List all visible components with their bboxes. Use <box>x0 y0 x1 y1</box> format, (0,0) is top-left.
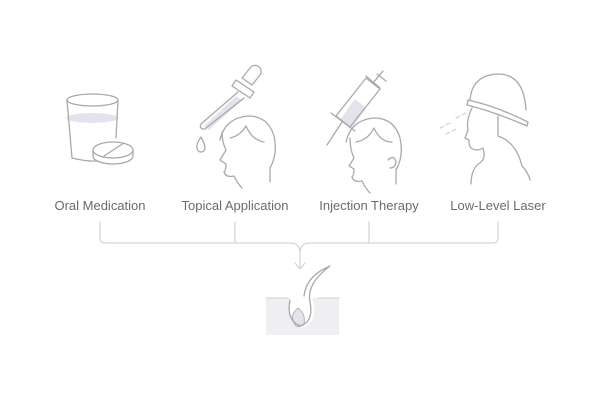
connector-bracket <box>99 221 499 270</box>
syringe-on-head-icon <box>326 70 402 194</box>
label-injection-therapy: Injection Therapy <box>319 198 419 213</box>
glass-and-pill-icon <box>66 93 134 165</box>
laser-cap-icon <box>439 73 531 185</box>
label-topical-application: Topical Application <box>181 198 289 213</box>
hair-follicle-icon <box>265 265 340 335</box>
label-oral-medication: Oral Medication <box>54 198 146 213</box>
dropper-on-head-icon <box>196 64 276 189</box>
label-low-level-laser: Low-Level Laser <box>450 198 546 213</box>
